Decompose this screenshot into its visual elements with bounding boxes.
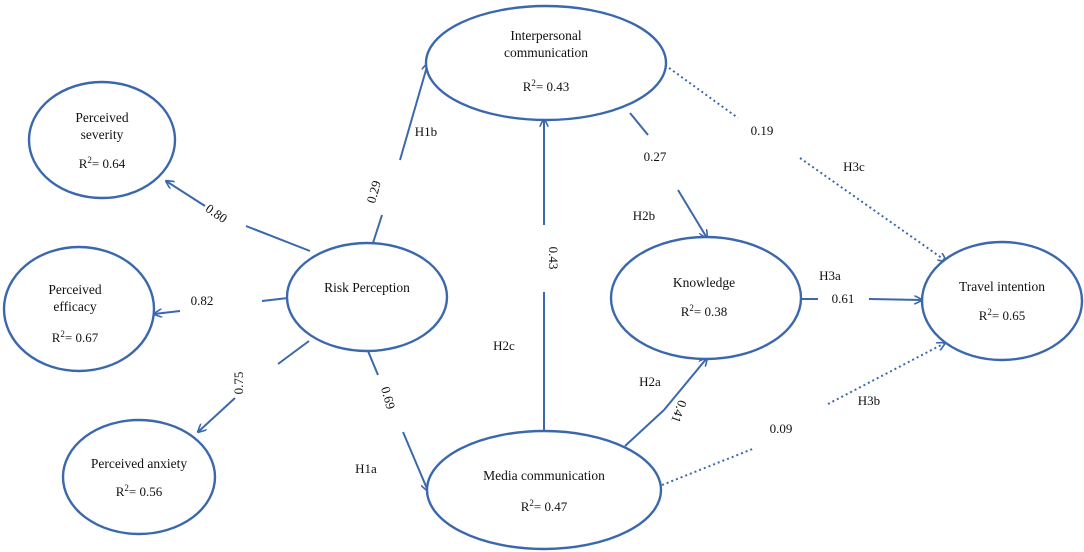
node-perceived-efficacy: Perceived efficacy R2= 0.67: [2, 245, 156, 373]
r-squared-label: R2= 0.43: [523, 78, 570, 94]
node-ellipse: [27, 80, 177, 200]
edge-media-knowledge-head: [663, 358, 707, 411]
node-travel-intention: Travel intention R2= 0.65: [920, 240, 1084, 362]
edge-media-travel: [661, 447, 756, 486]
node-perceived-severity: Perceived severity R2= 0.64: [27, 80, 177, 200]
coef-media-interpersonal: 0.43: [546, 247, 561, 270]
node-label-line2: efficacy: [53, 299, 96, 314]
node-label-line1: Perceived: [75, 110, 128, 125]
edge-risk-interpersonal-head: [399, 63, 428, 161]
coef-risk-anxiety: 0.75: [231, 372, 246, 395]
edge-risk-severity: [245, 225, 311, 252]
node-media-communication: Media communication R2= 0.47: [425, 429, 663, 551]
node-risk-perception: Risk Perception: [285, 241, 449, 353]
node-ellipse: [61, 418, 217, 536]
node-perceived-anxiety: Perceived anxiety R2= 0.56: [61, 418, 217, 536]
hypothesis-h3b: H3b: [858, 393, 880, 408]
edge-risk-interpersonal: [371, 214, 383, 247]
node-ellipse: [920, 240, 1084, 362]
r-squared-label: R2= 0.64: [79, 155, 126, 171]
edge-risk-anxiety: [277, 340, 310, 365]
node-label-line1: Travel intention: [959, 279, 1045, 294]
node-label-line1: Risk Perception: [324, 280, 410, 295]
edge-risk-efficacy: [261, 297, 289, 302]
edge-risk-anxiety-head: [198, 397, 236, 432]
node-ellipse: [424, 4, 668, 122]
hypothesis-h1a: H1a: [355, 461, 377, 476]
coef-media-travel: 0.09: [770, 421, 793, 436]
r-squared-label: R2= 0.65: [979, 307, 1026, 323]
node-ellipse: [425, 429, 663, 551]
edge-interpersonal-knowledge: [629, 112, 649, 136]
hypothesis-h3a: H3a: [819, 268, 841, 283]
coef-knowledge-travel: 0.61: [832, 291, 855, 306]
node-ellipse: [2, 245, 156, 373]
node-label-line1: Interpersonal: [510, 28, 581, 43]
r-squared-label: R2= 0.67: [52, 329, 99, 345]
coef-risk-interpersonal: 0.29: [363, 179, 383, 205]
edge-risk-media-head: [402, 431, 428, 491]
hypothesis-h1b: H1b: [415, 124, 437, 139]
node-label-line1: Knowledge: [673, 275, 735, 290]
edge-media-knowledge: [624, 409, 665, 447]
edge-media-travel-head: [827, 343, 945, 405]
node-label-line1: Media communication: [483, 468, 605, 483]
node-ellipse: [285, 241, 449, 353]
coef-risk-media: 0.69: [378, 385, 398, 411]
hypothesis-h2c: H2c: [493, 338, 515, 353]
r-squared-label: R2= 0.47: [521, 498, 568, 514]
edge-risk-severity-head: [166, 181, 206, 207]
edge-knowledge-travel-head: [868, 299, 922, 300]
edges: [154, 63, 946, 491]
edge-risk-media: [367, 350, 379, 376]
node-label-line1: Perceived anxiety: [91, 456, 188, 471]
node-knowledge: Knowledge R2= 0.38: [609, 235, 803, 361]
node-label-line1: Perceived: [48, 282, 101, 297]
node-interpersonal-communication: Interpersonal communication R2= 0.43: [424, 4, 668, 122]
node-ellipse: [609, 235, 803, 361]
edge-interpersonal-knowledge-head: [677, 189, 707, 238]
coef-risk-efficacy: 0.82: [191, 293, 214, 308]
coef-risk-severity: 0.80: [203, 201, 230, 226]
node-label-line2: severity: [81, 127, 124, 142]
r-squared-label: R2= 0.56: [116, 483, 163, 499]
hypothesis-h2b: H2b: [633, 208, 655, 223]
coef-interpersonal-knowledge: 0.27: [644, 149, 667, 164]
node-label-line2: communication: [504, 45, 588, 60]
r-squared-label: R2= 0.38: [681, 303, 728, 319]
coefficient-labels: 0.80 0.82 0.75 0.29 0.69 0.43 0.27 0.19 …: [191, 123, 855, 436]
hypothesis-h3c: H3c: [843, 159, 865, 174]
hypothesis-h2a: H2a: [639, 374, 661, 389]
coef-media-knowledge: 0.41: [668, 398, 690, 425]
edge-risk-efficacy-head: [154, 311, 181, 314]
edge-interpersonal-travel: [664, 64, 739, 119]
edge-interpersonal-travel-head: [799, 157, 946, 261]
coef-interpersonal-travel: 0.19: [751, 123, 774, 138]
hypothesis-labels: H1b H1a H2b H2c H2a H3c H3a H3b: [355, 124, 880, 476]
